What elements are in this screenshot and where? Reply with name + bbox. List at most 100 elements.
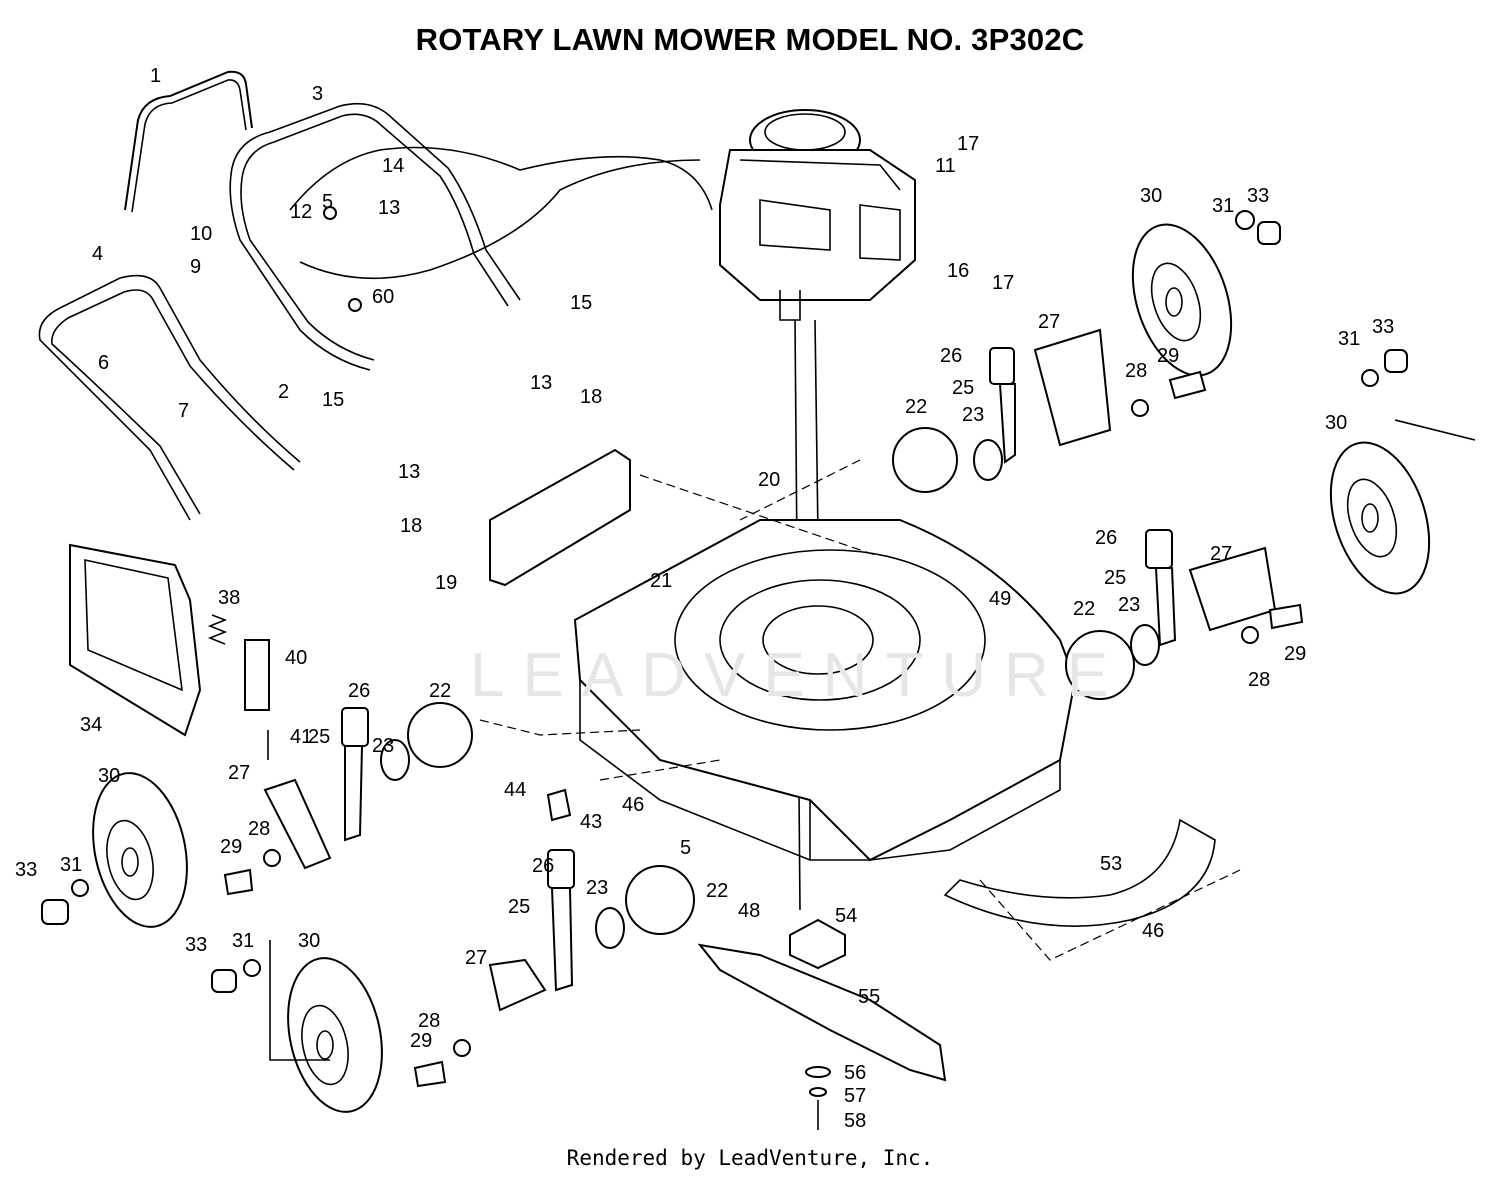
- part-label: 29: [1284, 643, 1306, 665]
- part-label: 41: [290, 726, 312, 748]
- height-adjuster: [989, 347, 1016, 464]
- engine: [719, 109, 916, 321]
- part-label: 30: [1140, 185, 1162, 207]
- part-label: 26: [1095, 527, 1117, 549]
- height-adjuster: [547, 849, 575, 992]
- part-label: 33: [185, 934, 207, 956]
- part-label: 34: [80, 714, 102, 736]
- spring: [207, 614, 228, 645]
- part-label: 53: [1100, 853, 1122, 875]
- part-label: 49: [989, 588, 1011, 610]
- blade-adapter: [789, 918, 846, 970]
- part-label: 22: [905, 396, 927, 418]
- part-label: 25: [952, 377, 974, 399]
- part-label: 13: [530, 372, 552, 394]
- wheel-rear-left: [287, 957, 383, 1113]
- part-label: 27: [228, 762, 250, 784]
- wheel-front-left: [92, 772, 188, 928]
- part-label: 31: [232, 930, 254, 952]
- part-label: 27: [1038, 311, 1060, 333]
- part-label: 29: [410, 1030, 432, 1052]
- wheel-rear-right: [1131, 223, 1233, 377]
- rear-baffle: [489, 448, 631, 587]
- part-labels: 1 3 14 17 11 5 12 13 10 9 4 60 15 15 6 7…: [15, 65, 1394, 1132]
- axle-bracket: [1033, 328, 1112, 447]
- part-label: 22: [1073, 598, 1095, 620]
- part-label: 11: [935, 155, 956, 177]
- part-label: 13: [398, 461, 420, 483]
- lower-handle: [38, 274, 301, 521]
- part-label: 16: [947, 260, 969, 282]
- part-label: 23: [586, 877, 608, 899]
- part-label: 12: [290, 201, 312, 223]
- part-label: 28: [248, 818, 270, 840]
- spacer: [380, 739, 410, 781]
- part-label: 38: [218, 587, 240, 609]
- part-label: 28: [1125, 360, 1147, 382]
- hub-cap: [211, 969, 237, 993]
- part-label: 48: [738, 900, 760, 922]
- part-label: 40: [285, 647, 307, 669]
- hub-cap: [1257, 221, 1281, 245]
- part-label: 33: [15, 859, 37, 881]
- part-label: 46: [1142, 920, 1164, 942]
- bolt: [223, 868, 254, 896]
- axle-bracket: [488, 958, 547, 1012]
- part-label: 58: [844, 1110, 866, 1132]
- part-label: 33: [1372, 316, 1394, 338]
- part-label: 13: [378, 197, 400, 219]
- part-label: 27: [1210, 543, 1232, 565]
- wheel-front-right: [1329, 441, 1431, 595]
- part-label: 25: [1104, 567, 1126, 589]
- part-label: 19: [435, 572, 457, 594]
- part-label: 27: [465, 947, 487, 969]
- part-label: 54: [835, 905, 857, 927]
- part-label: 55: [858, 986, 880, 1008]
- upper-handle: [124, 70, 253, 213]
- part-label: 18: [400, 515, 422, 537]
- part-label: 5: [322, 191, 333, 213]
- part-label: 26: [532, 855, 554, 877]
- part-label: 20: [758, 469, 780, 491]
- part-label: 30: [98, 765, 120, 787]
- adjuster-gear: [892, 427, 958, 493]
- part-label: 28: [418, 1010, 440, 1032]
- part-label: 23: [962, 404, 984, 426]
- part-label: 5: [680, 837, 691, 859]
- part-label: 21: [650, 570, 672, 592]
- part-label: 25: [508, 896, 530, 918]
- spacer: [973, 439, 1003, 481]
- part-label: 4: [92, 243, 103, 265]
- part-label: 30: [298, 930, 320, 952]
- part-label: 23: [1118, 594, 1140, 616]
- part-label: 22: [706, 880, 728, 902]
- part-label: 17: [957, 133, 979, 155]
- grass-catcher-frame: [69, 543, 202, 737]
- part-label: 33: [1247, 185, 1269, 207]
- part-label: 25: [308, 726, 330, 748]
- part-label: 7: [178, 400, 189, 422]
- part-label: 18: [580, 386, 602, 408]
- axle-bracket: [1188, 546, 1277, 632]
- part-label: 26: [348, 680, 370, 702]
- part-label: 6: [98, 352, 109, 374]
- diagram-footer: Rendered by LeadVenture, Inc.: [566, 1146, 934, 1170]
- control-cable: [289, 146, 713, 211]
- part-label: 30: [1325, 412, 1347, 434]
- part-label: 31: [1338, 328, 1360, 350]
- part-label: 26: [940, 345, 962, 367]
- mower-deck: [573, 519, 1077, 862]
- part-label: 31: [1212, 195, 1234, 217]
- part-label: 15: [322, 389, 344, 411]
- hub-cap: [41, 899, 69, 925]
- part-label: 22: [429, 680, 451, 702]
- diagram-title: ROTARY LAWN MOWER MODEL NO. 3P302C: [415, 22, 1085, 57]
- part-label: 10: [190, 223, 212, 245]
- height-adjuster: [1145, 529, 1177, 647]
- part-label: 3: [312, 83, 323, 105]
- adjuster-gear: [407, 702, 473, 768]
- spacer: [595, 907, 625, 949]
- part-label: 9: [190, 256, 201, 278]
- hub-cap: [1384, 349, 1408, 373]
